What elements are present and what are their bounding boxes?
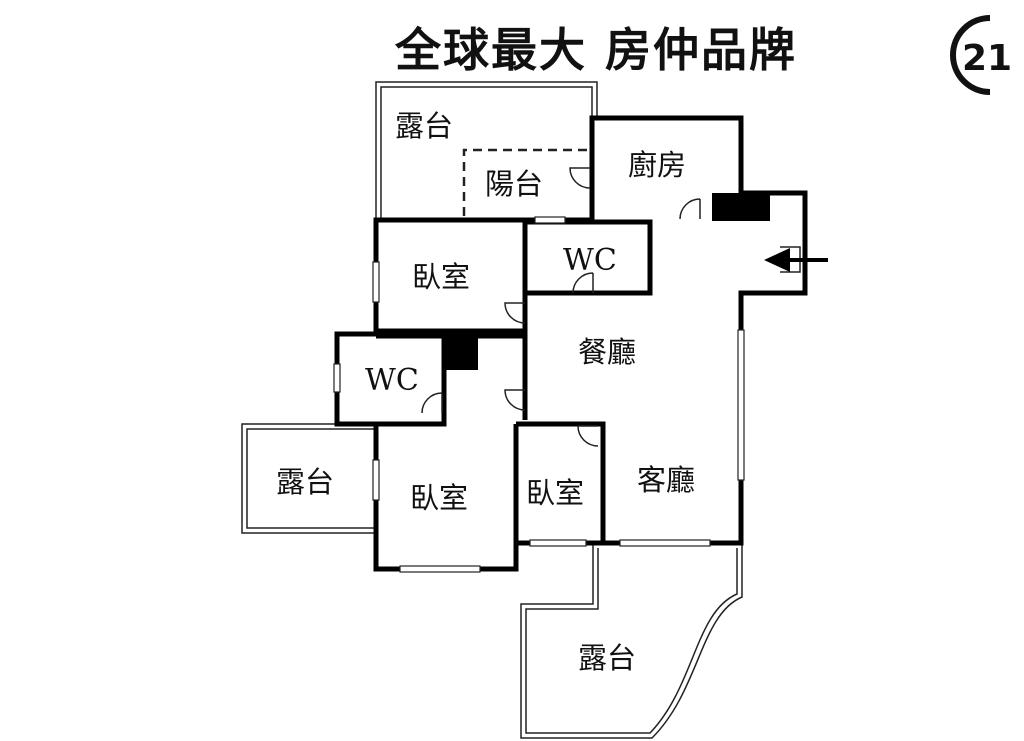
label-terrace-left: 露台 — [276, 465, 334, 499]
label-bedroom-left: 臥室 — [410, 481, 468, 515]
label-terrace-top: 露台 — [395, 109, 453, 143]
balcony-outline — [462, 148, 590, 216]
label-wc-top: WC — [563, 243, 617, 278]
slogan-header: 全球最大 房仲品牌 — [395, 23, 798, 77]
century21-logo-icon: 21 — [950, 15, 1012, 95]
windows — [333, 216, 745, 573]
duct-block-kitchen — [712, 193, 770, 221]
label-living: 客廳 — [637, 463, 695, 497]
label-wc-left: WC — [365, 363, 419, 398]
terrace-top-outline — [375, 81, 598, 218]
label-balcony: 陽台 — [485, 167, 543, 201]
walls — [334, 115, 808, 572]
label-terrace-bottom: 露台 — [578, 641, 636, 675]
terrace-left-outline — [241, 423, 376, 534]
label-bedroom-top: 臥室 — [412, 260, 470, 294]
logo-text: 21 — [962, 38, 1012, 79]
label-kitchen: 廚房 — [628, 148, 686, 182]
duct-block-corridor — [444, 336, 478, 370]
terrace-bottom-outline — [520, 543, 743, 739]
label-bedroom-small: 臥室 — [526, 476, 584, 510]
entrance-arrow-icon — [764, 248, 828, 272]
label-dining: 餐廳 — [578, 335, 636, 369]
